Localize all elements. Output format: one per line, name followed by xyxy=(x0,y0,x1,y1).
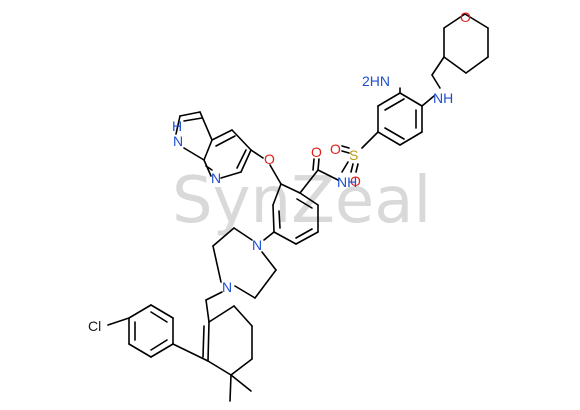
atom-labels: O NH 2HN S O O NH O O N H N N N Cl xyxy=(88,9,471,334)
bonds xyxy=(107,13,489,402)
atom-o-carbonyl: O xyxy=(311,144,322,160)
atom-o-sulfonyl-left: O xyxy=(330,141,341,157)
atom-n-piperazine-1: N xyxy=(252,237,262,253)
atom-o-sulfonyl-bottom: O xyxy=(350,173,361,189)
atom-nh-amide: NH xyxy=(337,174,357,190)
atom-nh-pyrrole-h: H xyxy=(172,118,182,134)
atom-cl: Cl xyxy=(88,318,101,334)
atom-n-piperazine-2: N xyxy=(222,279,232,295)
atom-nh-pyrrole: N xyxy=(173,133,183,149)
atom-nh2: 2HN xyxy=(362,73,390,89)
atom-o-ether: O xyxy=(264,151,275,167)
atom-nh-amine: NH xyxy=(433,90,453,106)
atom-o-oxane: O xyxy=(460,9,471,25)
atom-n-pyridine: N xyxy=(211,170,221,186)
atom-s-sulfonyl: S xyxy=(349,147,358,163)
